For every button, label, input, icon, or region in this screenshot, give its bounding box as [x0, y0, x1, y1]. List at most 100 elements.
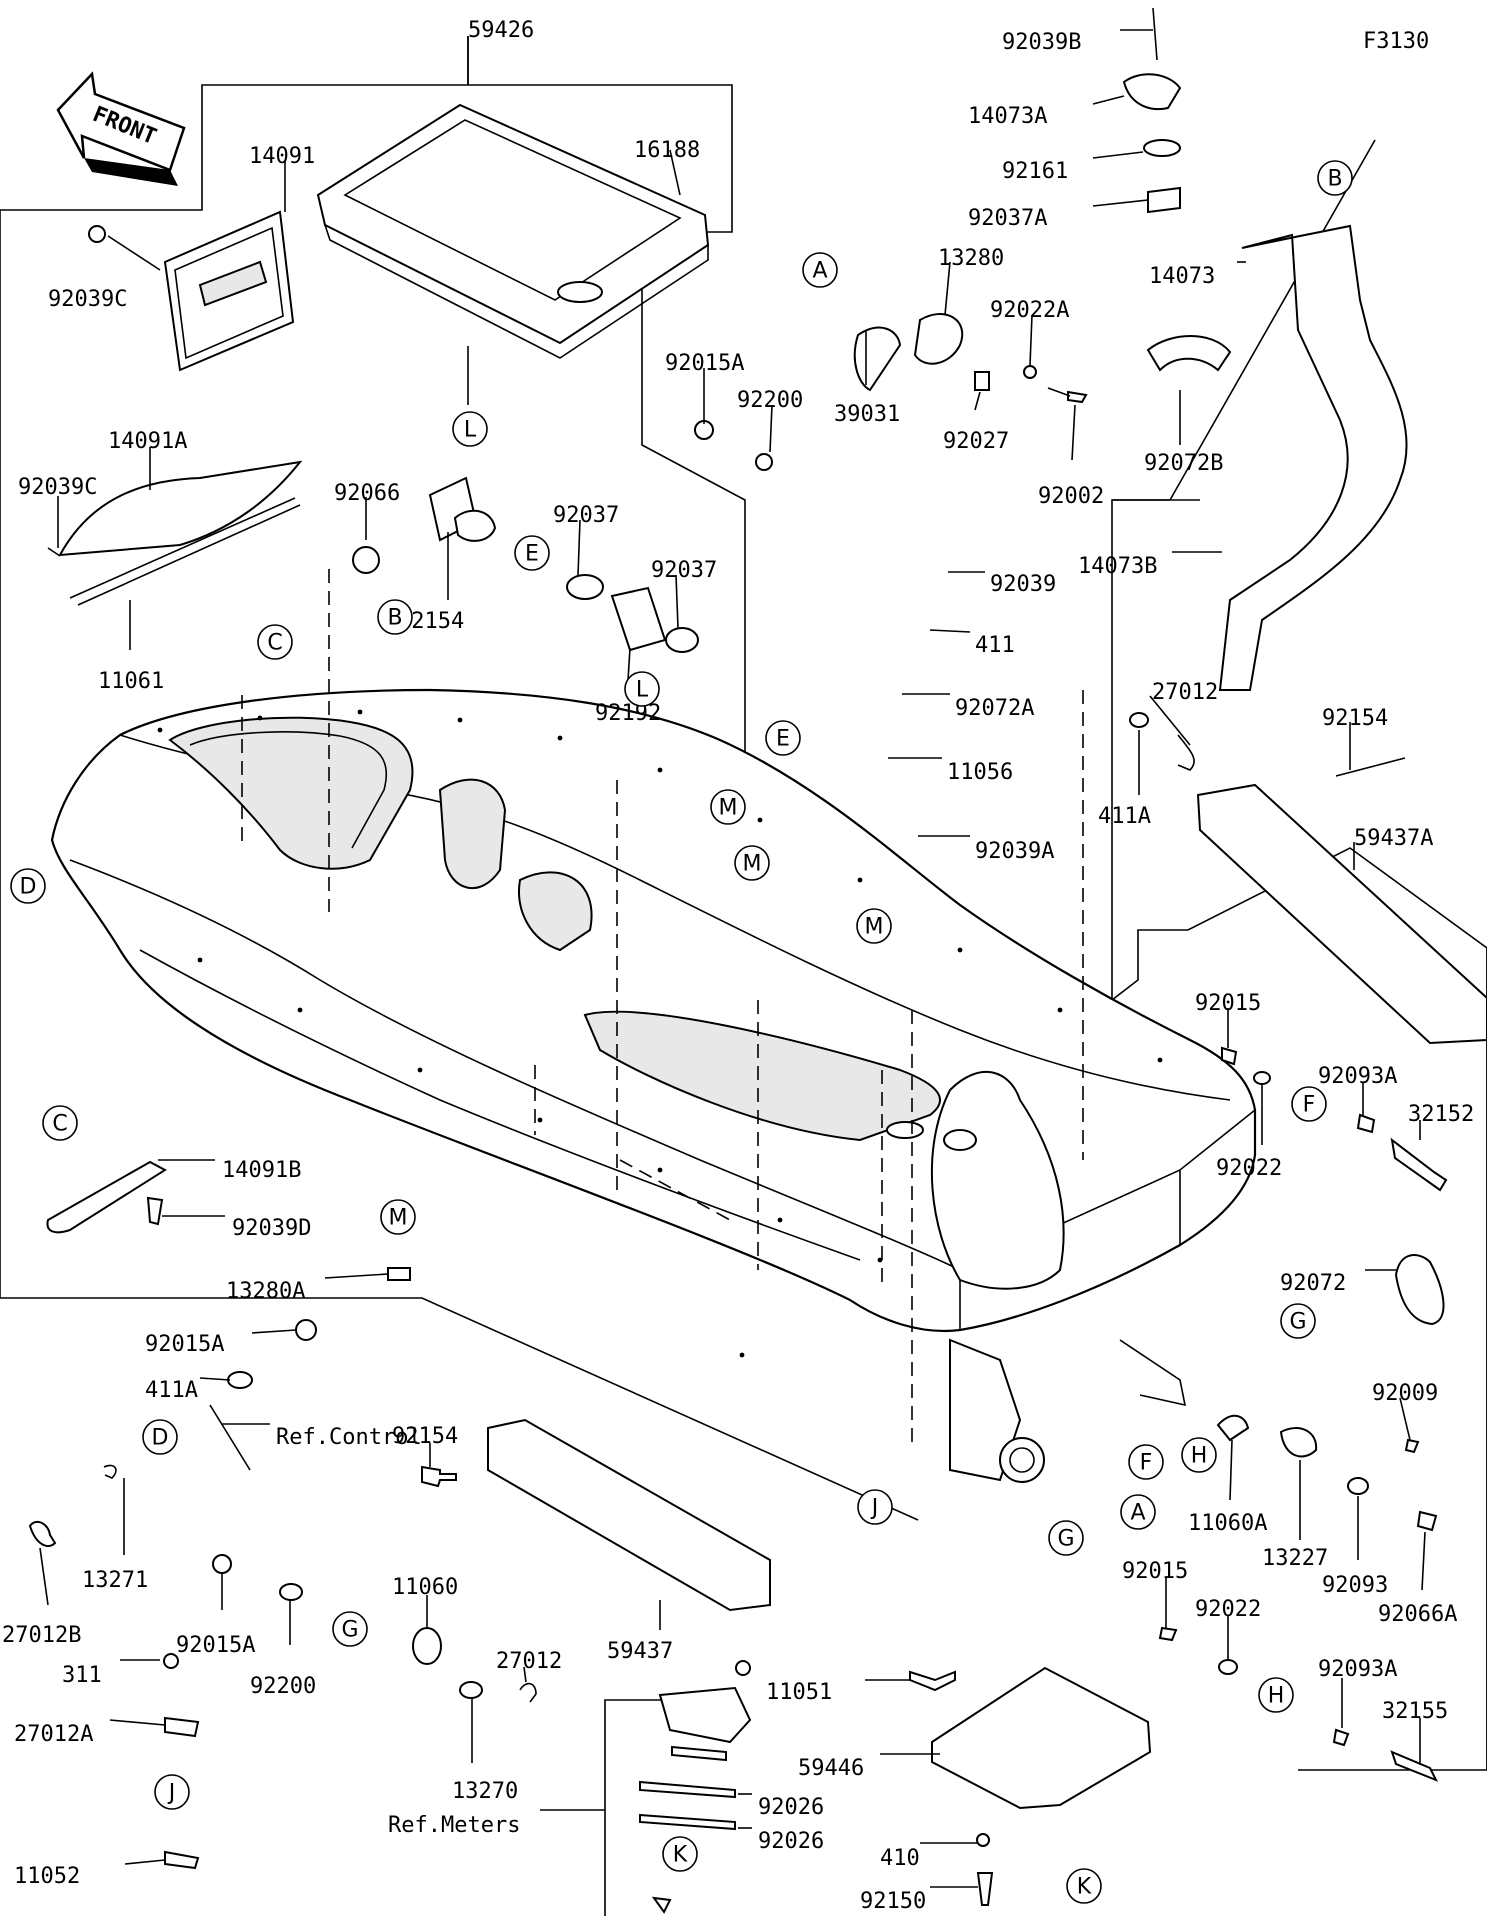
part-label-14091a: 14091A: [108, 429, 187, 454]
part-label-92150: 92150: [860, 1889, 926, 1914]
callout-k: K: [1066, 1868, 1102, 1904]
part-label-13280a: 13280A: [226, 1279, 305, 1304]
lower-right-parts: [1158, 1414, 1439, 1782]
callout-l: L: [452, 411, 488, 447]
callout-circle: [377, 599, 413, 635]
callout-a: A: [802, 252, 838, 288]
callout-circle: [1317, 160, 1353, 196]
callout-d: D: [10, 868, 46, 904]
callout-g: G: [1048, 1520, 1084, 1556]
callout-letter: B: [1327, 167, 1342, 192]
callout-letter: A: [812, 259, 827, 284]
part-label-13227: 13227: [1262, 1546, 1328, 1571]
part-label-92192: 92192: [595, 701, 661, 726]
callout-letter: J: [167, 1781, 176, 1806]
part-label-92039a: 92039A: [975, 839, 1054, 864]
part-label-11060a: 11060A: [1188, 1511, 1267, 1536]
callout-circle: [257, 624, 293, 660]
callout-a: A: [1120, 1494, 1156, 1530]
part-label-27012a: 27012A: [14, 1722, 93, 1747]
callout-letter: M: [719, 796, 738, 821]
part-label-13271: 13271: [82, 1568, 148, 1593]
callout-circle: [380, 1199, 416, 1235]
part-label-92026: 92026: [758, 1829, 824, 1854]
callout-letter: C: [52, 1112, 67, 1137]
part-label-92154: 92154: [392, 1424, 458, 1449]
callout-j: J: [154, 1774, 190, 1810]
callout-circle: [332, 1611, 368, 1647]
callout-j: J: [857, 1489, 893, 1525]
part-label-27012: 27012: [496, 1649, 562, 1674]
part-label-92015a: 92015A: [665, 351, 744, 376]
part-label-92022a: 92022A: [990, 298, 1069, 323]
callout-letter: M: [389, 1206, 408, 1231]
part-label-92154: 92154: [1322, 706, 1388, 731]
callout-circle: [514, 535, 550, 571]
part-label-92015: 92015: [1122, 1559, 1188, 1584]
part-label-59437: 59437: [607, 1639, 673, 1664]
callout-circle: [734, 845, 770, 881]
part-label-92072b: 92072B: [1144, 451, 1223, 476]
callout-letter: E: [776, 727, 790, 752]
vent-parts: [853, 313, 1088, 404]
part-label-92072a: 92072A: [955, 696, 1034, 721]
part-label-14073a: 14073A: [968, 104, 1047, 129]
part-label-92093: 92093: [1322, 1573, 1388, 1598]
part-label-ref-control: Ref.Control: [276, 1425, 422, 1450]
part-label-14073b: 14073B: [1078, 554, 1157, 579]
callout-circle: [452, 411, 488, 447]
part-label-92161: 92161: [1002, 159, 1068, 184]
callout-circle: [1291, 1086, 1327, 1122]
part-label-27012: 27012: [1152, 680, 1218, 705]
lower-center-parts: [639, 1660, 1152, 1914]
part-label-32152: 32152: [1408, 1102, 1474, 1127]
callout-letter: C: [267, 631, 282, 656]
callout-l: L: [624, 671, 660, 707]
callout-g: G: [1280, 1303, 1316, 1339]
part-label-11056: 11056: [947, 760, 1013, 785]
callout-letter: D: [20, 875, 37, 900]
callout-circle: [710, 789, 746, 825]
callout-circle: [624, 671, 660, 707]
part-label-27012b: 27012B: [2, 1623, 81, 1648]
callout-b: B: [1317, 160, 1353, 196]
callout-letter: M: [865, 915, 884, 940]
part-label-13270: 13270: [452, 1779, 518, 1804]
part-label-92039b: 92039B: [1002, 30, 1081, 55]
part-label-311: 311: [62, 1663, 102, 1688]
callout-letter: B: [387, 606, 402, 631]
callout-letter: G: [1289, 1310, 1306, 1335]
callout-circle: [1181, 1437, 1217, 1473]
part-label-92093a: 92093A: [1318, 1657, 1397, 1682]
part-label-39031: 39031: [834, 402, 900, 427]
callout-h: H: [1258, 1677, 1294, 1713]
callout-circle: [856, 908, 892, 944]
callout-m: M: [710, 789, 746, 825]
callout-c: C: [42, 1105, 78, 1141]
part-label-11060: 11060: [392, 1575, 458, 1600]
part-label-59437a: 59437A: [1354, 826, 1433, 851]
part-label-411a: 411A: [1098, 804, 1151, 829]
part-label-11052: 11052: [14, 1864, 80, 1889]
callout-letter: F: [1303, 1093, 1316, 1118]
callout-circle: [42, 1105, 78, 1141]
callout-circle: [10, 868, 46, 904]
part-label-92015a: 92015A: [176, 1633, 255, 1658]
callout-c: C: [257, 624, 293, 660]
part-label-411: 411: [975, 633, 1015, 658]
part-label-92039: 92039: [990, 572, 1056, 597]
part-label-14073: 14073: [1149, 264, 1215, 289]
callout-letter: J: [870, 1496, 879, 1521]
fitting-and-clamps: [428, 420, 773, 653]
lower-left-parts: [28, 1160, 771, 1870]
callout-circle: [1280, 1303, 1316, 1339]
part-label-92039c: 92039C: [18, 475, 97, 500]
callout-letter: L: [464, 418, 477, 443]
callout-m: M: [856, 908, 892, 944]
callout-f: F: [1291, 1086, 1327, 1122]
callout-k: K: [662, 1836, 698, 1872]
callout-e: E: [765, 720, 801, 756]
callout-letter: E: [525, 542, 539, 567]
callout-circle: [1128, 1444, 1164, 1480]
